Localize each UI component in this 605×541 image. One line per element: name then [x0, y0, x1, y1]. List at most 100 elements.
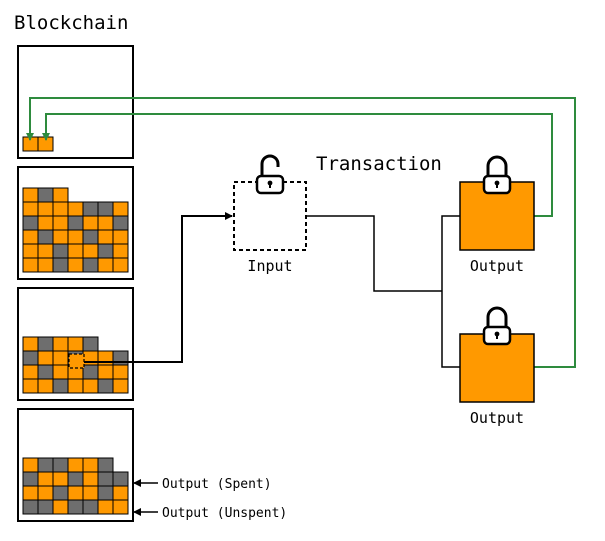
block-2-cell: [52, 187, 69, 203]
block-4-frame: [17, 408, 134, 522]
block-2-cell: [37, 229, 54, 245]
block-2-cell: [67, 201, 84, 217]
block-2-cell: [112, 229, 129, 245]
block-2-cell: [37, 243, 54, 259]
block-4-cell: [112, 499, 129, 515]
block-4-cell: [97, 457, 114, 473]
diagram-title: Blockchain: [14, 12, 128, 34]
transaction-label: Transaction: [316, 153, 442, 175]
open-padlock-icon: [255, 154, 285, 195]
block-4-cell: [67, 499, 84, 515]
spent-output-highlight: [68, 353, 85, 369]
block-3-cell: [52, 350, 69, 366]
block-4-cell: [22, 499, 39, 515]
block-3-cell: [112, 378, 129, 394]
block-2-cell: [22, 229, 39, 245]
block-4-cell: [52, 471, 69, 487]
block-3-cell: [37, 378, 54, 394]
block-4-cell: [67, 485, 84, 501]
output-branch-connector: [441, 215, 460, 368]
block-4-cell: [67, 457, 84, 473]
input-to-outputs-connector: [306, 215, 442, 292]
block-3-cell: [22, 350, 39, 366]
block-4-cell: [22, 471, 39, 487]
block-2-cell: [82, 215, 99, 231]
block-3-cell: [82, 336, 99, 352]
block-2-cell: [37, 257, 54, 273]
block-4-cell: [37, 471, 54, 487]
block-3-cell: [22, 336, 39, 352]
block-3-cell: [82, 364, 99, 380]
block-4-cell: [22, 485, 39, 501]
spent-output-label: Output (Spent): [162, 477, 272, 492]
block-4-cell: [82, 471, 99, 487]
block-2-cell: [97, 201, 114, 217]
block-4-cell: [82, 457, 99, 473]
block-3-cell: [67, 336, 84, 352]
block-3-cell: [22, 378, 39, 394]
block-2-cell: [22, 201, 39, 217]
block-3-cell: [22, 364, 39, 380]
block-2-cell: [22, 187, 39, 203]
block-2-cell: [37, 215, 54, 231]
locked-padlock-icon-2: [482, 306, 512, 346]
block-3-cell: [97, 364, 114, 380]
block-4-cell: [37, 457, 54, 473]
block-1-frame: [17, 45, 134, 159]
block-cells: [22, 136, 129, 515]
block-2-frame: [17, 166, 134, 280]
block-3-cell: [82, 378, 99, 394]
block-3-cell: [52, 378, 69, 394]
block-3-cell: [97, 378, 114, 394]
green-connector-top-output: [42, 113, 553, 217]
block-4-cell: [67, 471, 84, 487]
block-2-cell: [52, 257, 69, 273]
block-2-cell: [52, 201, 69, 217]
input-connector: [84, 212, 233, 363]
block-2-cell: [97, 229, 114, 245]
block-2-cell: [52, 243, 69, 259]
block-3-cell: [37, 336, 54, 352]
block-4-cell: [97, 471, 114, 487]
block-3-cell: [37, 364, 54, 380]
block-2-cell: [97, 215, 114, 231]
block-2-cell: [82, 201, 99, 217]
block-2-cell: [112, 257, 129, 273]
block-3-cell: [52, 336, 69, 352]
block-2-cell: [67, 229, 84, 245]
block-2-cell: [82, 229, 99, 245]
block-2-cell: [67, 257, 84, 273]
block-2-cell: [97, 257, 114, 273]
block-3-cell: [52, 364, 69, 380]
block-4-cell: [52, 485, 69, 501]
output-label-1: Output: [470, 257, 524, 275]
block-4-cell: [97, 485, 114, 501]
block-2-cell: [112, 243, 129, 259]
block-2-cell: [37, 201, 54, 217]
block-2-cell: [52, 215, 69, 231]
block-2-cell: [67, 215, 84, 231]
unspent-output-label: Output (Unspent): [162, 506, 287, 521]
block-4-cell: [112, 485, 129, 501]
block-2-cell: [82, 243, 99, 259]
block-2-cell: [22, 257, 39, 273]
block-3-frame: [17, 287, 134, 401]
block-3-cell: [112, 364, 129, 380]
output-label-2: Output: [470, 409, 524, 427]
block-2-cell: [82, 257, 99, 273]
block-4-cell: [37, 499, 54, 515]
block-4-cell: [22, 457, 39, 473]
block-2-cell: [67, 243, 84, 259]
block-4-cell: [52, 457, 69, 473]
block-4-cell: [52, 499, 69, 515]
green-connector-bottom-output: [26, 97, 576, 368]
block-2-cell: [112, 215, 129, 231]
block-4-cell: [82, 499, 99, 515]
block-2-cell: [52, 229, 69, 245]
block-2-cell: [97, 243, 114, 259]
block-4-cell: [37, 485, 54, 501]
block-2-cell: [22, 215, 39, 231]
block-4-cell: [97, 499, 114, 515]
block-3-cell: [37, 350, 54, 366]
